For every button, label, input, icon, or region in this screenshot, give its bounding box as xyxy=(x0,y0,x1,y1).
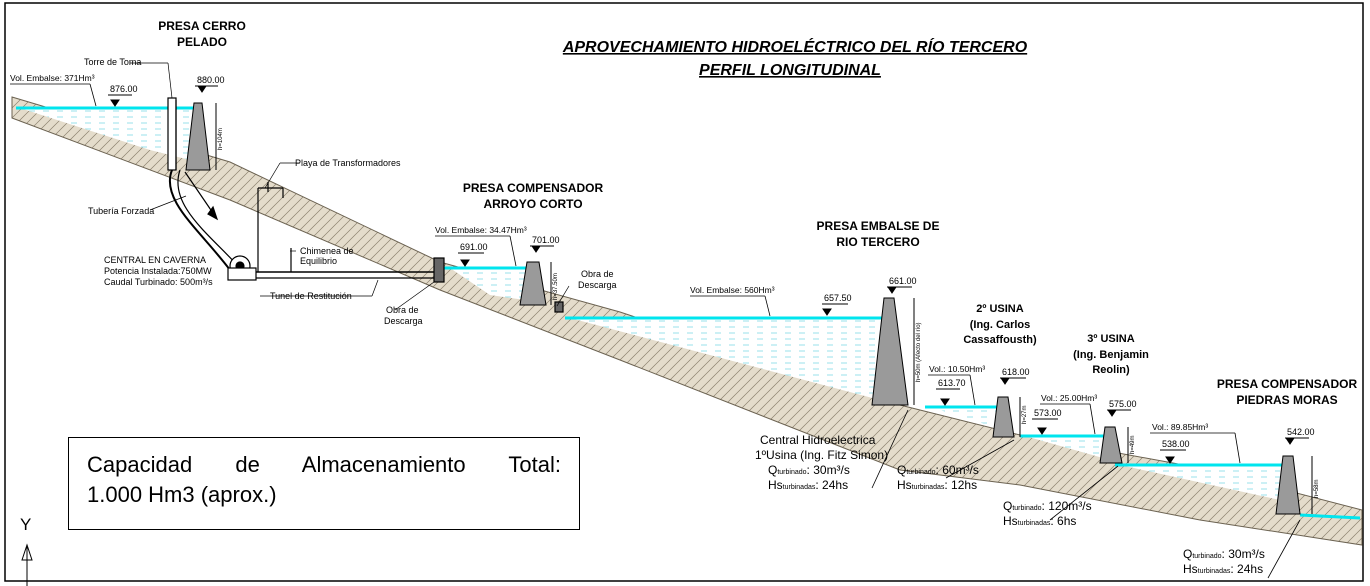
dam-name-tercera-3: Reolin) xyxy=(1092,364,1130,376)
height-arroyo-corto: h=37.50m xyxy=(553,273,559,300)
height-dimensions xyxy=(215,103,1313,514)
plant-leaders xyxy=(871,409,1301,579)
label-obra-descarga-1b: Descarga xyxy=(384,316,423,326)
reservoir-segunda xyxy=(930,407,998,428)
crest-cerro-pelado: 880.00 xyxy=(197,75,225,85)
wl-segunda: 613.70 xyxy=(938,378,966,388)
height-cerro-pelado: h=104m xyxy=(218,128,224,150)
dam-name-cerro-pelado-1: PRESA CERRO xyxy=(158,19,246,33)
title-line-1: APROVECHAMIENTO HIDROELÉCTRICO DEL RÍO T… xyxy=(562,37,1028,56)
waterline-downstream xyxy=(1299,513,1361,520)
vol-segunda: Vol.: 10.50Hm³ xyxy=(929,364,985,374)
dam-name-rio-tercero-2: RIO TERCERO xyxy=(836,235,919,249)
volume-leaders xyxy=(10,83,1241,464)
plant1-name-1: Central Hidroelectrica xyxy=(760,433,876,447)
dam-name-tercera-2: (Ing. Benjamin xyxy=(1073,349,1149,361)
reservoir-piedras-moras xyxy=(1120,465,1280,500)
dam-name-arroyo-corto-2: ARROYO CORTO xyxy=(483,197,582,211)
plant3-q: Qturbinado: 120m³/s xyxy=(1003,499,1092,513)
reservoir-tercera xyxy=(1025,436,1103,458)
label-chimenea-1: Chimenea de xyxy=(300,246,354,256)
plant1-hs: Hsturbinadas: 24hs xyxy=(768,478,848,492)
drawing-frame xyxy=(4,2,1364,582)
height-tercera: h=49m xyxy=(1130,435,1136,454)
crest-rio-tercero: 661.00 xyxy=(889,276,917,286)
plant3-hs: Hsturbinadas: 6hs xyxy=(1003,514,1076,528)
vol-piedras-moras: Vol.: 89.85Hm³ xyxy=(1152,422,1208,432)
y-axis-label: Y xyxy=(20,515,31,534)
dam-name-segunda-2: (Ing. Carlos xyxy=(970,319,1031,331)
wl-arroyo-corto: 691.00 xyxy=(460,242,488,252)
dam-name-segunda-3: Cassaffousth) xyxy=(963,334,1037,346)
vol-arroyo-corto: Vol. Embalse: 34.47Hm³ xyxy=(435,225,527,235)
label-obra-descarga-1a: Obra de xyxy=(386,305,419,315)
crest-piedras-moras: 542.00 xyxy=(1287,427,1315,437)
crest-arroyo-corto: 701.00 xyxy=(532,235,560,245)
plant4-hs: Hsturbinadas: 24hs xyxy=(1183,562,1263,576)
dam-segunda-usina xyxy=(992,396,1015,438)
height-segunda: h=27m xyxy=(1022,405,1028,424)
plant2-q: Qturbinado: 60m³/s xyxy=(897,463,979,477)
height-rio-tercero: h=50m (Afecto del río) xyxy=(916,322,922,382)
dam-name-piedras-moras-1: PRESA COMPENSADOR xyxy=(1217,377,1358,391)
crest-segunda: 618.00 xyxy=(1002,367,1030,377)
reservoir-rio-tercero xyxy=(570,318,880,400)
crest-markers xyxy=(195,85,1309,445)
intake-system xyxy=(167,97,564,313)
storage-capacity-box: Capacidad de Almacenamiento Total: 1.000… xyxy=(68,437,580,530)
dam-name-segunda-1: 2º USINA xyxy=(976,303,1023,315)
label-torre-toma: Torre de Toma xyxy=(84,57,141,67)
title-line-2: PERFIL LONGITUDINAL xyxy=(699,62,881,79)
dam-piedras-moras xyxy=(1275,455,1301,515)
y-axis-indicator xyxy=(21,543,33,586)
crest-tercera: 575.00 xyxy=(1109,399,1137,409)
label-obra-descarga-2a: Obra de xyxy=(581,269,614,279)
wl-rio-tercero: 657.50 xyxy=(824,293,852,303)
label-playa: Playa de Transformadores xyxy=(295,158,401,168)
height-piedras-moras: h=58m xyxy=(1314,479,1320,498)
label-tuberia: Tubería Forzada xyxy=(88,206,154,216)
vol-tercera: Vol.: 25.00Hm³ xyxy=(1041,393,1097,403)
dam-name-cerro-pelado-2: PELADO xyxy=(177,35,227,49)
capacity-line-2: 1.000 Hm3 (aprox.) xyxy=(87,482,277,507)
dam-name-piedras-moras-2: PIEDRAS MORAS xyxy=(1236,393,1337,407)
label-chimenea-2: Equilibrio xyxy=(300,256,337,266)
dam-rio-tercero xyxy=(871,297,909,406)
wl-tercera: 573.00 xyxy=(1034,408,1062,418)
plant4-q: Qturbinado: 30m³/s xyxy=(1183,547,1265,561)
dam-tercera-usina xyxy=(1099,426,1123,464)
vol-cerro-pelado: Vol. Embalse: 371Hm³ xyxy=(10,73,95,83)
infra-leaders xyxy=(130,62,570,311)
wl-cerro-pelado: 876.00 xyxy=(110,84,138,94)
dam-name-arroyo-corto-1: PRESA COMPENSADOR xyxy=(463,181,604,195)
dam-name-tercera-1: 3º USINA xyxy=(1087,333,1134,345)
reservoir-cerro-pelado xyxy=(20,108,190,160)
plant1-q: Qturbinado: 30m³/s xyxy=(768,463,850,477)
label-tunel: Tunel de Restitución xyxy=(270,291,352,301)
plant2-hs: Hsturbinadas: 12hs xyxy=(897,478,977,492)
dam-arroyo-corto xyxy=(519,261,547,306)
dam-cerro-pelado xyxy=(185,102,211,171)
wl-piedras-moras: 538.00 xyxy=(1162,439,1190,449)
capacity-line-1: Capacidad de Almacenamiento Total: xyxy=(87,452,561,477)
label-central-2: Potencia Instalada:750MW xyxy=(104,266,212,276)
label-central-3: Caudal Turbinado: 500m³/s xyxy=(104,277,213,287)
label-central-1: CENTRAL EN CAVERNA xyxy=(104,255,206,265)
dam-name-rio-tercero-1: PRESA EMBALSE DE xyxy=(817,219,940,233)
label-obra-descarga-2b: Descarga xyxy=(578,280,617,290)
vol-rio-tercero: Vol. Embalse: 560Hm³ xyxy=(690,285,775,295)
plant1-name-2: 1ºUsina (Ing. Fitz Simon) xyxy=(755,448,888,462)
waterlevel-markers xyxy=(108,94,1186,464)
reservoir-arroyo-corto xyxy=(450,268,525,300)
